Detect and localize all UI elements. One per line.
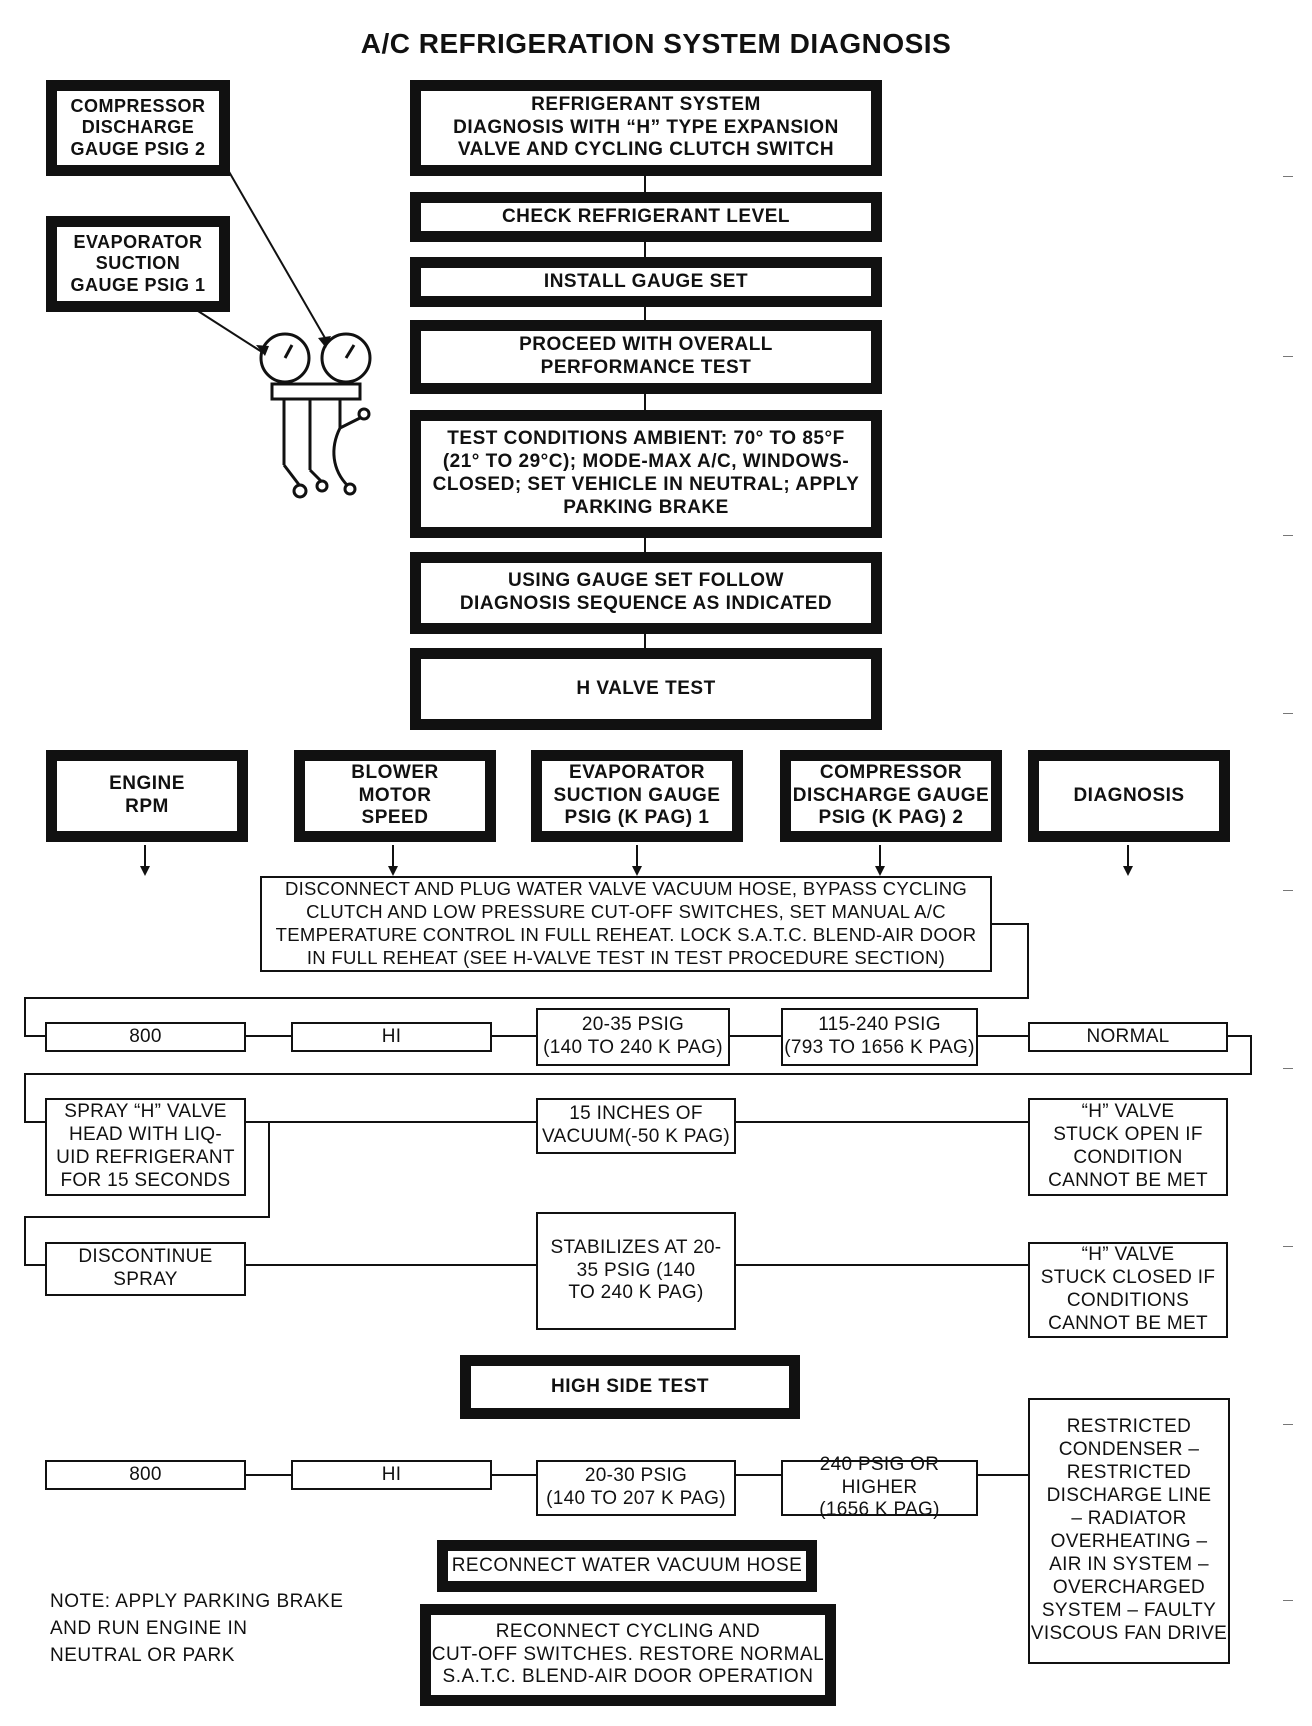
high-side-blower: HI (291, 1460, 492, 1490)
high-side-diagnosis: RESTRICTED CONDENSER – RESTRICTED DISCHA… (1028, 1398, 1230, 1664)
stabilizes-reading: STABILIZES AT 20- 35 PSIG (140 TO 240 K … (536, 1212, 736, 1330)
step-test-conditions: TEST CONDITIONS AMBIENT: 70° TO 85°F (21… (410, 410, 882, 538)
step-h-valve-test: H VALVE TEST (410, 648, 882, 730)
high-side-test-title: HIGH SIDE TEST (460, 1355, 800, 1419)
stuck-closed-diagnosis: “H” VALVE STUCK CLOSED IF CONDITIONS CAN… (1028, 1242, 1228, 1338)
high-side-suction-reading: 20-30 PSIG (140 TO 207 K PAG) (536, 1460, 736, 1516)
margin-tick (1283, 356, 1293, 357)
header-blower-motor-speed: BLOWER MOTOR SPEED (294, 750, 496, 842)
h-valve-discharge-reading: 115-240 PSIG (793 TO 1656 K PAG) (781, 1008, 978, 1066)
header-diagnosis: DIAGNOSIS (1028, 750, 1230, 842)
margin-tick (1283, 535, 1293, 536)
disconnect-instructions: DISCONNECT AND PLUG WATER VALVE VACUUM H… (260, 876, 992, 972)
step-overall-performance-test: PROCEED WITH OVERALL PERFORMANCE TEST (410, 320, 882, 394)
page-title: A/C REFRIGERATION SYSTEM DIAGNOSIS (360, 28, 952, 59)
compressor-gauge-label: COMPRESSOR DISCHARGE GAUGE PSIG 2 (46, 80, 230, 176)
h-valve-rpm: 800 (45, 1022, 246, 1052)
header-engine-rpm: ENGINE RPM (46, 750, 248, 842)
margin-tick (1283, 1246, 1293, 1247)
discontinue-spray-step: DISCONTINUE SPRAY (45, 1242, 246, 1296)
step-gauge-sequence: USING GAUGE SET FOLLOW DIAGNOSIS SEQUENC… (410, 552, 882, 634)
stuck-open-diagnosis: “H” VALVE STUCK OPEN IF CONDITION CANNOT… (1028, 1098, 1228, 1196)
reconnect-switches: RECONNECT CYCLING AND CUT-OFF SWITCHES. … (420, 1604, 836, 1706)
gauge-set-illustration (259, 332, 372, 499)
reconnect-water-vacuum-hose: RECONNECT WATER VACUUM HOSE (437, 1540, 817, 1592)
margin-tick (1283, 1600, 1293, 1601)
margin-tick (1283, 890, 1293, 891)
note-text: NOTE: APPLY PARKING BRAKE AND RUN ENGINE… (50, 1591, 344, 1666)
h-valve-blower: HI (291, 1022, 492, 1052)
margin-tick (1283, 1068, 1293, 1069)
spray-h-valve-step: SPRAY “H” VALVE HEAD WITH LIQ- UID REFRI… (45, 1098, 246, 1196)
margin-tick (1283, 713, 1293, 714)
header-evaporator-suction-gauge: EVAPORATOR SUCTION GAUGE PSIG (K PAG) 1 (531, 750, 743, 842)
evaporator-gauge-label: EVAPORATOR SUCTION GAUGE PSIG 1 (46, 216, 230, 312)
step-refrigerant-diagnosis: REFRIGERANT SYSTEM DIAGNOSIS WITH “H” TY… (410, 80, 882, 176)
step-check-refrigerant-level: CHECK REFRIGERANT LEVEL (410, 192, 882, 242)
h-valve-normal: NORMAL (1028, 1022, 1228, 1052)
vacuum-reading: 15 INCHES OF VACUUM(-50 K PAG) (536, 1098, 736, 1154)
h-valve-suction-reading: 20-35 PSIG (140 TO 240 K PAG) (536, 1008, 730, 1066)
high-side-discharge-reading: 240 PSIG OR HIGHER (1656 K PAG) (781, 1454, 978, 1520)
high-side-rpm: 800 (45, 1460, 246, 1490)
margin-tick (1283, 1424, 1293, 1425)
step-install-gauge-set: INSTALL GAUGE SET (410, 257, 882, 307)
header-compressor-discharge-gauge: COMPRESSOR DISCHARGE GAUGE PSIG (K PAG) … (780, 750, 1002, 842)
margin-tick (1283, 176, 1293, 177)
